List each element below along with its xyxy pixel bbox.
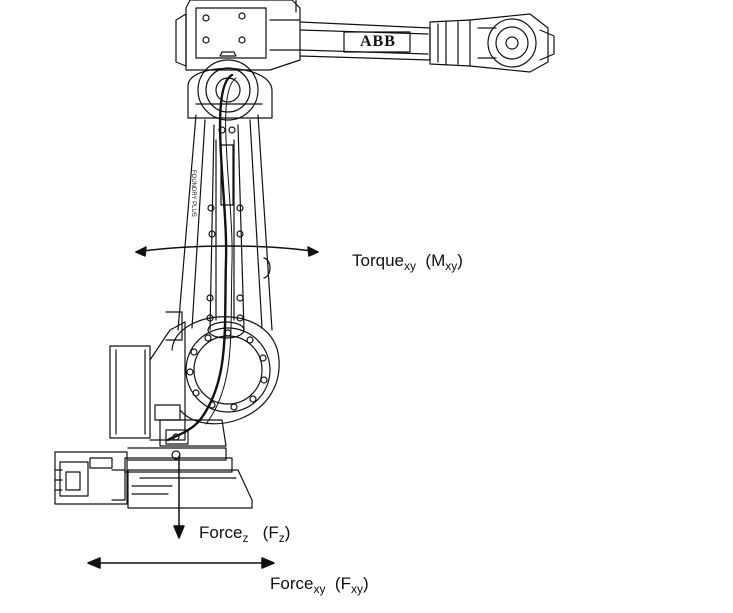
forearm xyxy=(299,19,471,67)
torque-label: Torquexy (Mxy) xyxy=(352,251,463,273)
torque-symbol: M xyxy=(431,251,446,270)
lower-arm xyxy=(166,73,273,442)
torque-label-main: Torque xyxy=(352,251,404,270)
robot-base xyxy=(54,447,253,509)
force-xy-label-main: Force xyxy=(270,574,314,593)
lower-joint xyxy=(159,316,280,447)
upper-joint xyxy=(187,59,273,121)
wrist xyxy=(469,13,555,73)
force-z-arrow xyxy=(173,455,185,539)
abb-logo: ABB xyxy=(360,33,396,50)
lower-joint-bolts xyxy=(186,329,268,411)
force-z-symbol: F xyxy=(268,523,279,542)
force-z-label-sub: z xyxy=(242,531,249,545)
force-xy-arrow xyxy=(87,557,275,569)
torque-arrow xyxy=(135,245,319,257)
robot-rear-housing xyxy=(109,311,186,441)
force-z-label: Forcez (Fz) xyxy=(199,523,291,545)
foundry-plus-sticker: FOUNDRY PLUS xyxy=(190,170,196,217)
upper-arm-housing xyxy=(175,0,301,71)
force-xy-symbol: F xyxy=(340,574,351,593)
force-xy-label-sub: xy xyxy=(313,582,326,596)
torque-symbol-sub: xy xyxy=(445,259,458,273)
force-xy-symbol-sub: xy xyxy=(350,582,363,596)
force-z-symbol-sub: z xyxy=(278,531,285,545)
force-z-label-main: Force xyxy=(199,523,243,542)
force-xy-label: Forcexy (Fxy) xyxy=(270,574,369,596)
torque-label-sub: xy xyxy=(403,259,416,273)
